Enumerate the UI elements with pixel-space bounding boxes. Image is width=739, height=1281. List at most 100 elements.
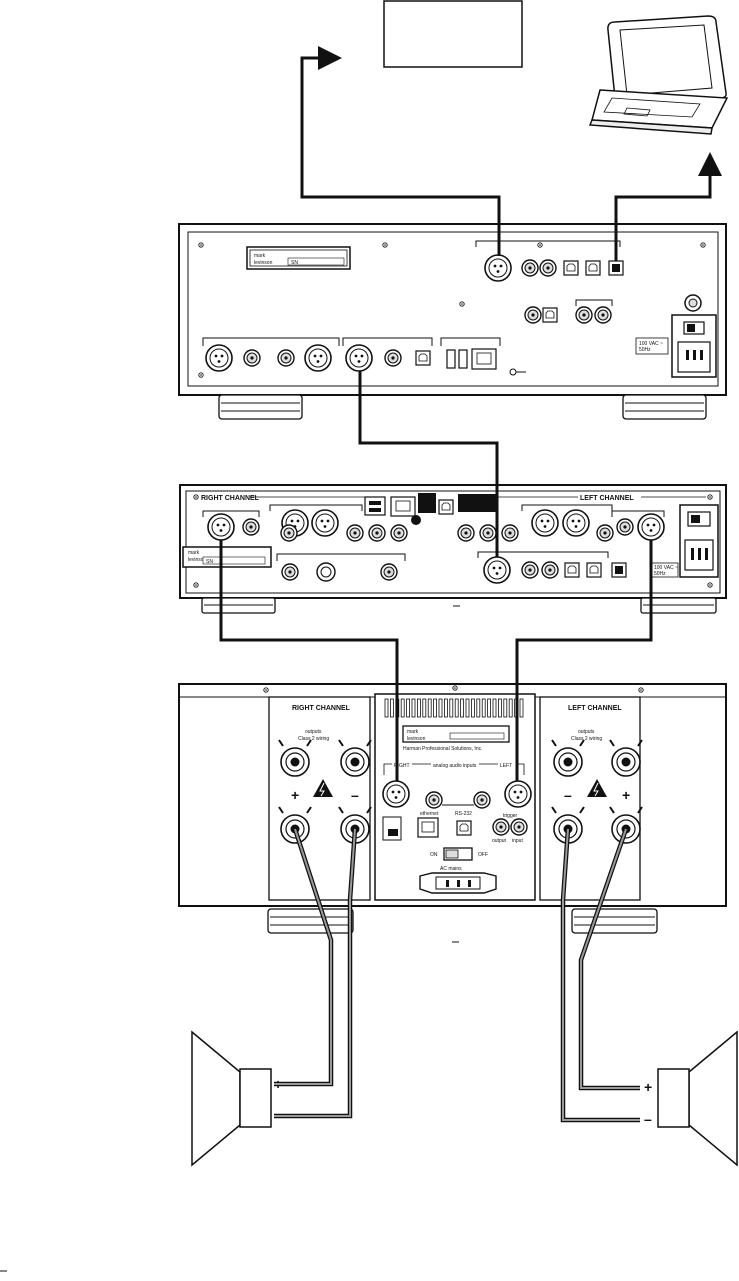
- processor-optical-input-1[interactable]: [563, 260, 579, 276]
- vent-slot: [503, 698, 508, 718]
- amp-right-warning-icon: [313, 779, 333, 797]
- speaker-wire-left-plus: [578, 828, 640, 1091]
- processor-xlr-output-2[interactable]: [304, 344, 332, 372]
- amp-usb-port[interactable]: [382, 816, 402, 841]
- amp-ac-mains-label: AC mains: [440, 866, 462, 872]
- preamp-right-rca-output[interactable]: [242, 518, 260, 536]
- preamp-right-rca-input-4[interactable]: [390, 524, 408, 542]
- preamp-right-xlr-output[interactable]: [207, 513, 235, 541]
- preamp-left-rca-input-2[interactable]: [479, 524, 497, 542]
- right-speaker-icon: [191, 1030, 272, 1167]
- processor-optical-input-2[interactable]: [585, 260, 601, 276]
- preamp-trigger-right[interactable]: [281, 563, 299, 581]
- svg-text:50Hz: 50Hz: [639, 347, 651, 353]
- preamp-left-xlr-input-1[interactable]: [531, 509, 559, 537]
- vent-slot: [422, 698, 427, 718]
- vent-slot: [411, 698, 416, 718]
- amp-left-wiring-label: Class 2 wiring: [571, 736, 602, 742]
- amp-trigger-input[interactable]: [510, 818, 528, 836]
- processor-rca-output-2[interactable]: [277, 349, 295, 367]
- vent-slot: [427, 698, 432, 718]
- preamp-left-xlr-output[interactable]: [637, 513, 665, 541]
- speaker-wire-right-plus: [274, 828, 334, 1087]
- processor-optical-input-3[interactable]: [542, 307, 558, 323]
- preamp-usb-indicator: [411, 515, 421, 525]
- processor-usb-b-port[interactable]: [608, 260, 624, 276]
- processor-xlr-input[interactable]: [484, 254, 512, 282]
- speaker-wire-right-minus: [274, 828, 358, 1119]
- processor-logo-line2: levinson: [254, 260, 273, 266]
- processor-coax-input[interactable]: [524, 306, 542, 324]
- preamp-left-rca-input-1[interactable]: [457, 524, 475, 542]
- preamp-optical-input-1[interactable]: [564, 562, 580, 578]
- preamp-usb-b-port[interactable]: [611, 562, 627, 578]
- processor-trigger-2[interactable]: [594, 306, 612, 324]
- svg-text:50Hz: 50Hz: [654, 571, 666, 577]
- preamp-logo-plate: mark levinson SN: [182, 546, 272, 568]
- amp-trigger-label: trigger: [503, 813, 518, 819]
- amp-right-outputs-label: outputs: [305, 729, 322, 735]
- processor-trigger-1[interactable]: [575, 306, 593, 324]
- amp-left-warning-icon: [587, 779, 607, 797]
- preamp-right-rca-input-3[interactable]: [368, 524, 386, 542]
- amp-right-channel-label: RIGHT CHANNEL: [292, 705, 351, 712]
- preamp-usb-ports[interactable]: [364, 496, 386, 516]
- processor-usb-a-ports[interactable]: [446, 349, 468, 369]
- preamp-power-module[interactable]: [679, 504, 719, 578]
- amp-left-plus-label: +: [622, 787, 630, 803]
- vent-slot: [470, 698, 475, 718]
- amp-right-rca-input[interactable]: [425, 791, 443, 809]
- processor-ir-jack[interactable]: [509, 368, 526, 376]
- preamp-left-rca-input-3[interactable]: [501, 524, 519, 542]
- processor-xlr-output-3[interactable]: [345, 344, 373, 372]
- preamp-left-rca-input-4[interactable]: [596, 524, 614, 542]
- preamp-optical-port[interactable]: [438, 499, 454, 515]
- amp-power-switch[interactable]: [443, 847, 473, 861]
- processor-rca-input-2[interactable]: [539, 259, 557, 277]
- cable-preamp-right-to-amp: [219, 540, 399, 781]
- amp-right-minus-label: –: [351, 787, 359, 803]
- source-device-box: [383, 0, 523, 68]
- preamp-coax-input-2[interactable]: [541, 561, 559, 579]
- amp-rs232-label: RS-232: [455, 811, 472, 817]
- amp-rs232-port[interactable]: [456, 820, 472, 836]
- left-speaker-minus-label: –: [644, 1111, 652, 1127]
- amp-right-xlr-input[interactable]: [382, 780, 410, 808]
- preamp-right-xlr-input-2[interactable]: [311, 509, 339, 537]
- processor-power-module[interactable]: [671, 314, 717, 378]
- amp-logo-plate: mark levinson: [402, 725, 510, 743]
- amp-switch-on-label: ON: [430, 852, 438, 858]
- processor-mains-label: 100 VAC ~ 50Hz: [635, 337, 669, 355]
- svg-text:100 VAC ~: 100 VAC ~: [654, 565, 678, 571]
- amp-ethernet-port[interactable]: [417, 817, 439, 838]
- amp-left-rca-input[interactable]: [473, 791, 491, 809]
- preamp-left-rca-output[interactable]: [616, 518, 634, 536]
- preamp-right-rca-input-1[interactable]: [280, 524, 298, 542]
- preamp-logo-line1: mark: [188, 550, 200, 556]
- preamp-right-channel-label: RIGHT CHANNEL: [201, 495, 260, 502]
- preamp-left-xlr-input-2[interactable]: [562, 509, 590, 537]
- preamp-mains-label: 100 VAC ~ 50Hz: [651, 562, 679, 578]
- amp-ac-inlet[interactable]: [419, 872, 497, 894]
- vent-slot: [433, 698, 438, 718]
- processor-rca-output-1[interactable]: [243, 349, 261, 367]
- preamp-aes-input[interactable]: [483, 556, 511, 584]
- preamp-optical-input-2[interactable]: [586, 562, 602, 578]
- preamp-ground-terminal[interactable]: [316, 562, 336, 582]
- amp-input-left-label: LEFT: [500, 763, 512, 769]
- preamp-ethernet-port[interactable]: [390, 496, 416, 517]
- amp-trigger-output[interactable]: [492, 818, 510, 836]
- amplifier-unit: RIGHT CHANNEL outputs Class 2 wiring + –…: [178, 683, 727, 943]
- preamp-trigger-left[interactable]: [380, 563, 398, 581]
- amp-left-xlr-input[interactable]: [504, 780, 532, 808]
- processor-ethernet-port[interactable]: [471, 348, 497, 370]
- processor-optical-output[interactable]: [415, 350, 431, 366]
- processor-xlr-output-1[interactable]: [205, 344, 233, 372]
- preamp-coax-input-1[interactable]: [521, 561, 539, 579]
- amp-input-group-label: analog audio inputs: [433, 763, 477, 769]
- vent-slot: [487, 698, 492, 718]
- processor-rca-input-1[interactable]: [521, 259, 539, 277]
- processor-rca-output-3[interactable]: [384, 349, 402, 367]
- vent-slot: [481, 698, 486, 718]
- preamp-right-rca-input-2[interactable]: [346, 524, 364, 542]
